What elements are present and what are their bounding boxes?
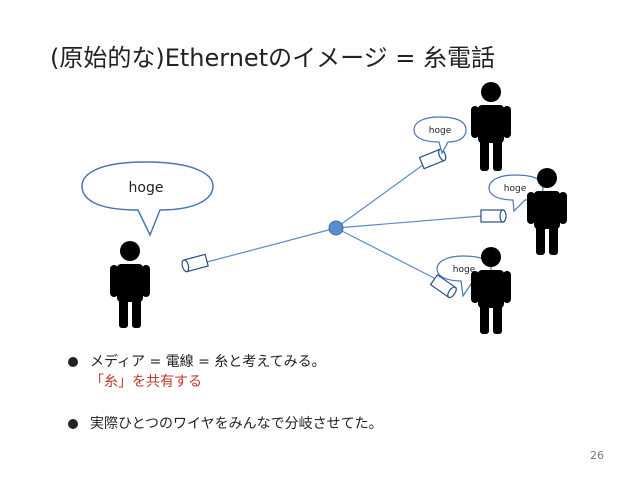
person-left-icon bbox=[110, 241, 150, 328]
string-bottom bbox=[335, 227, 439, 281]
bullet-text: 実際ひとつのワイヤをみんなで分岐させてた。 bbox=[90, 416, 383, 432]
person-bottom-icon bbox=[471, 247, 511, 334]
string-right bbox=[335, 215, 483, 229]
speech-bottom-text: hoge bbox=[453, 265, 476, 275]
speech-main-text: hoge bbox=[129, 180, 164, 196]
page-number: 26 bbox=[590, 449, 604, 462]
bullet-item-wire: 実際ひとつのワイヤをみんなで分岐させてた。 bbox=[64, 414, 383, 434]
speech-bubble-main: hoge bbox=[81, 161, 214, 237]
string-top bbox=[335, 161, 428, 229]
strings bbox=[206, 161, 483, 281]
bullet-list: メディア = 電線 = 糸と考えてみる。 「糸」を共有する 実際ひとつのワイヤを… bbox=[64, 352, 383, 434]
string-left bbox=[206, 227, 337, 263]
bullet-item-media: メディア = 電線 = 糸と考えてみる。 「糸」を共有する bbox=[64, 352, 383, 392]
hub-node bbox=[328, 220, 344, 236]
cup-bottom bbox=[429, 273, 457, 299]
bullet-dot-icon bbox=[68, 419, 78, 429]
cup-left bbox=[181, 253, 209, 273]
slide-title: (原始的な)Ethernetのイメージ = 糸電話 bbox=[50, 44, 495, 72]
person-top-icon bbox=[471, 82, 511, 171]
bullet-highlight-text: 「糸」を共有する bbox=[90, 374, 202, 390]
speech-bubble-top: hoge bbox=[413, 116, 467, 155]
speech-right-text: hoge bbox=[504, 184, 527, 194]
bullet-dot-icon bbox=[68, 357, 78, 367]
bullet-text: メディア = 電線 = 糸と考えてみる。 bbox=[90, 354, 326, 370]
person-right-icon bbox=[527, 168, 567, 255]
speech-top-text: hoge bbox=[429, 126, 452, 136]
cup-top bbox=[418, 148, 447, 170]
cup-right bbox=[480, 209, 507, 223]
